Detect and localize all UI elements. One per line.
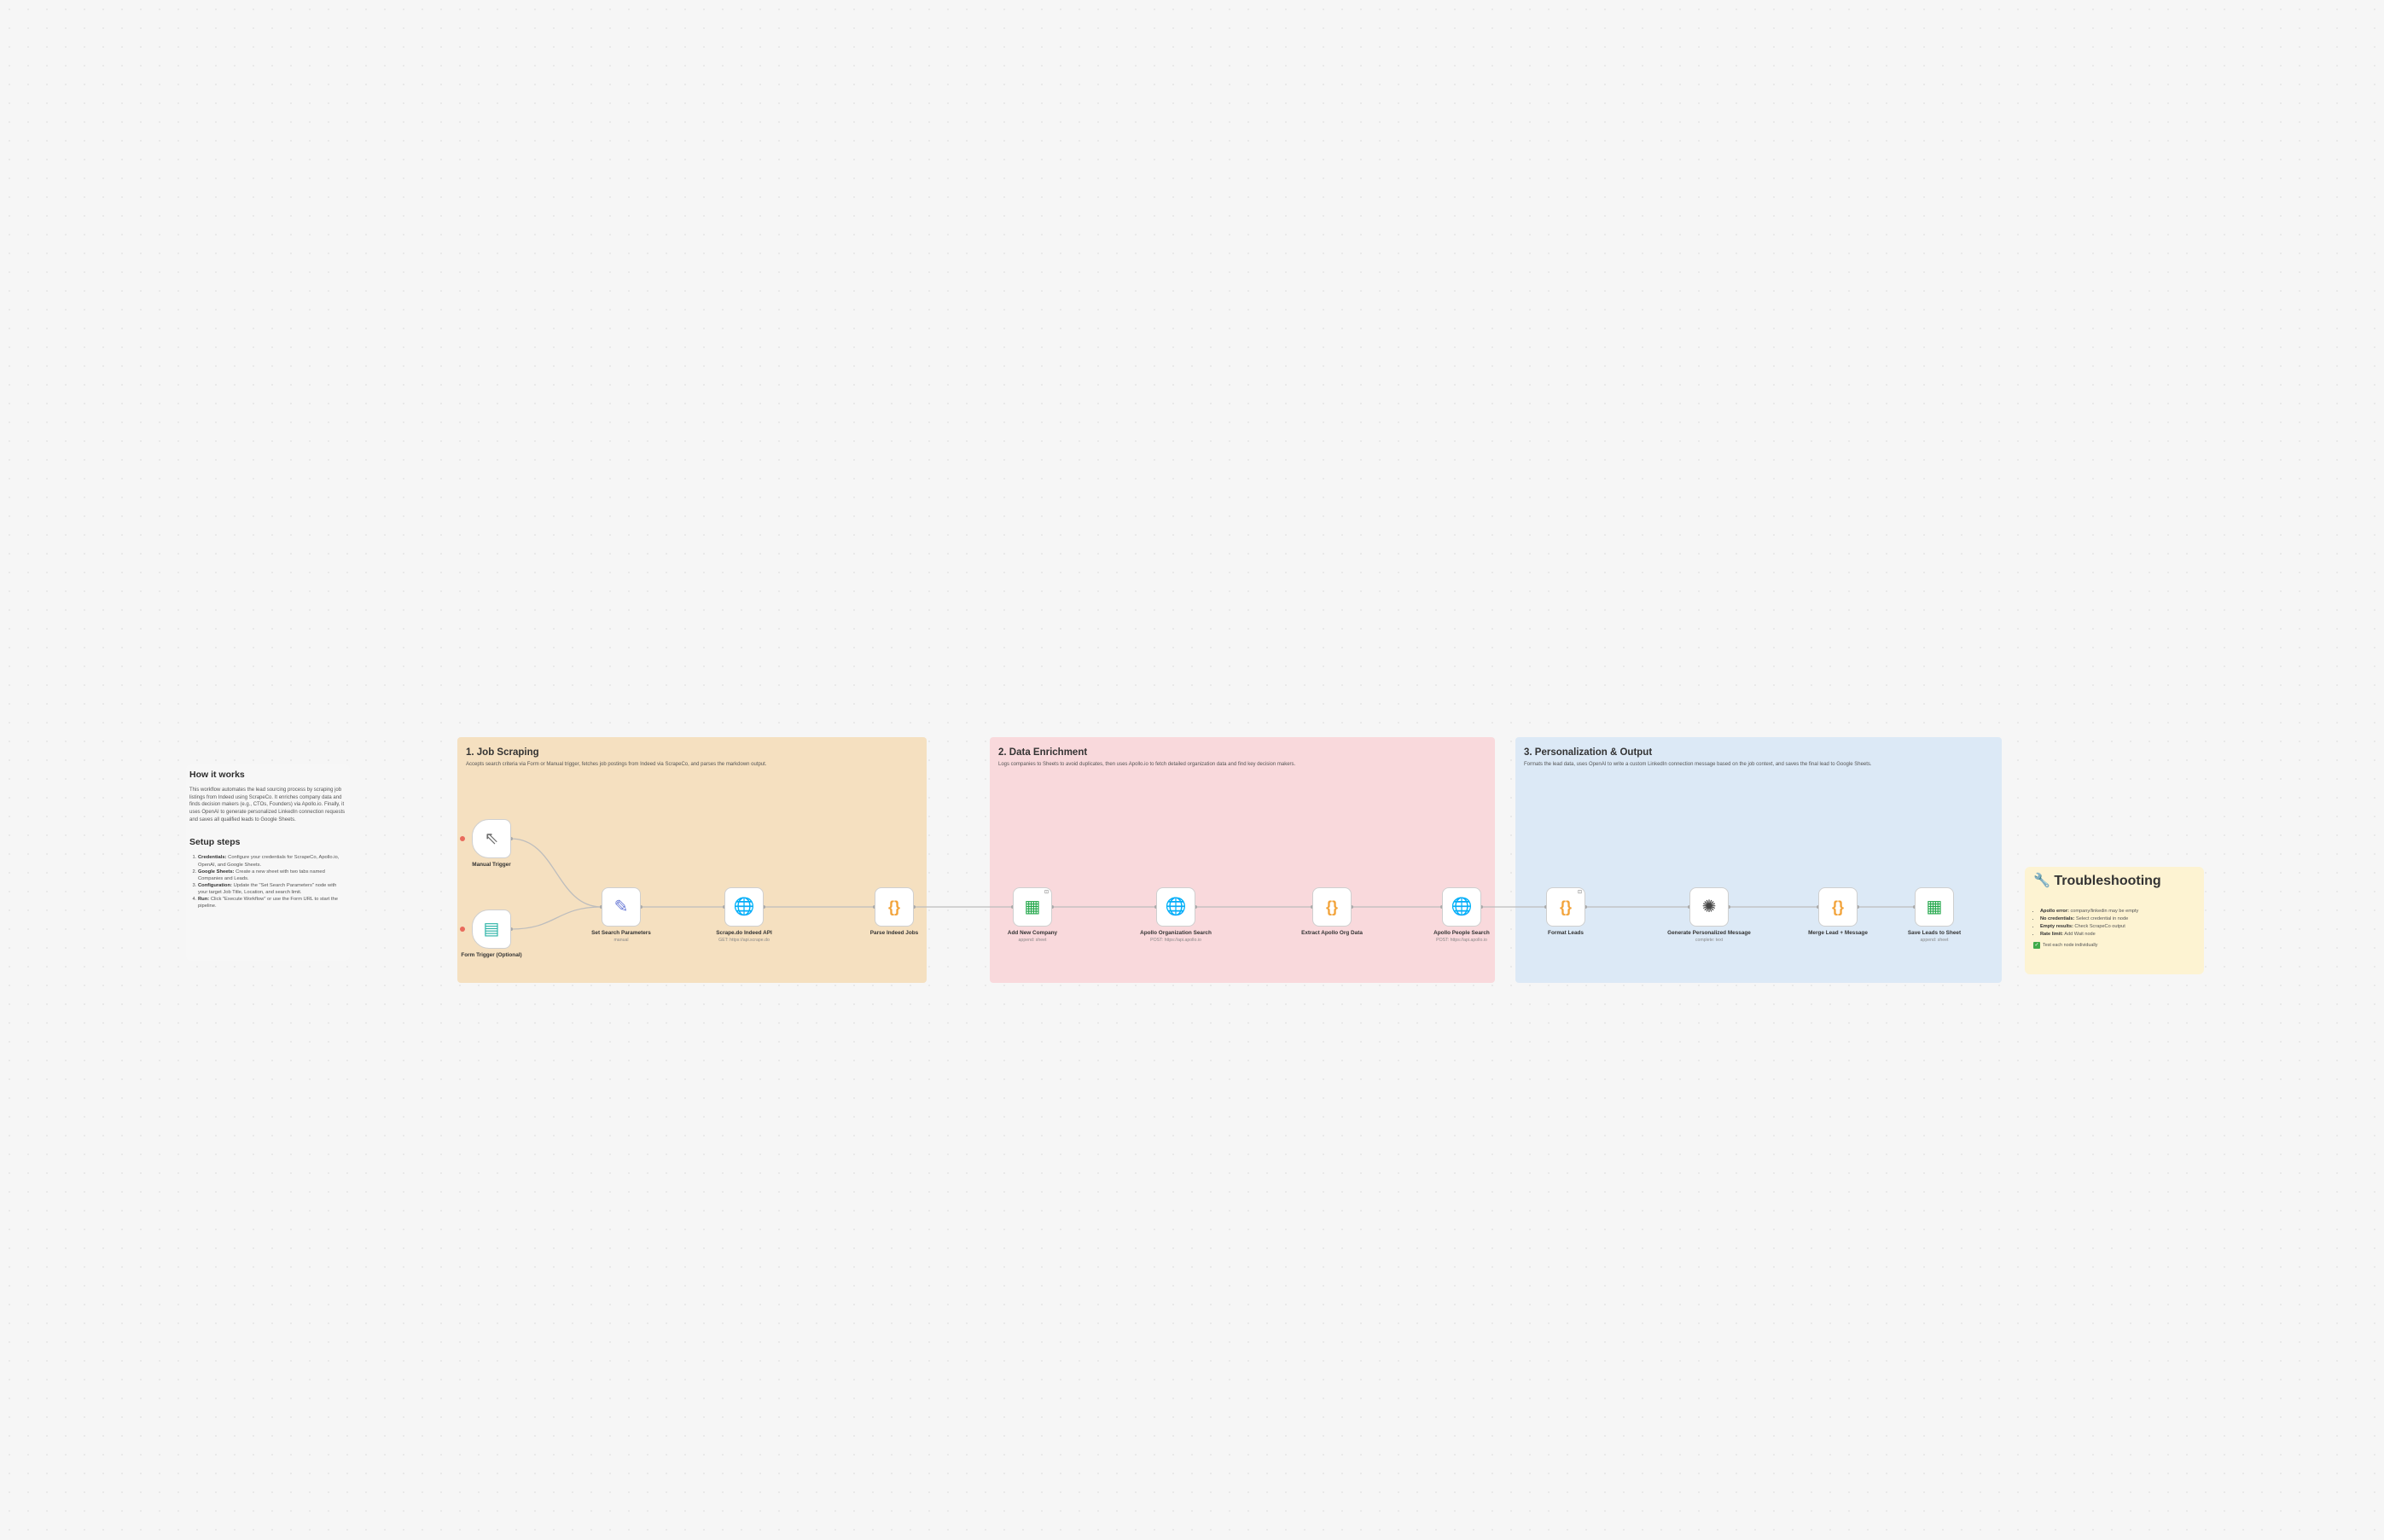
node-form[interactable]: ▤ [472, 909, 511, 949]
section-title: 2. Data Enrichment [998, 747, 1088, 758]
node-note-icon: ⊡ [1577, 890, 1582, 895]
section-description: Accepts search criteria via Form or Manu… [466, 762, 767, 767]
node-scrape[interactable]: 🌐 [724, 887, 764, 927]
troubleshooting-item: Empty results: Check ScrapeCo output [2040, 923, 2195, 931]
node-label: Format Leads [1515, 930, 1617, 937]
node-title: Form Trigger (Optional) [461, 952, 522, 958]
code-icon: {} [1325, 898, 1338, 915]
node-note-icon: ⊡ [1044, 890, 1049, 895]
node-manual[interactable]: ⇖ [472, 819, 511, 858]
section-description: Logs companies to Sheets to avoid duplic… [998, 762, 1296, 767]
troubleshooting-item: No credentials: Select credential in nod… [2040, 915, 2195, 923]
how-it-works-description: This workflow automates the lead sourcin… [189, 787, 346, 822]
how-it-works-note[interactable]: How it works This workflow automates the… [186, 764, 350, 961]
openai-icon: ✺ [1701, 898, 1717, 916]
node-label: Parse Indeed Jobs [843, 930, 945, 937]
troubleshooting-note[interactable]: 🔧 Troubleshooting Apollo error: company/… [2025, 867, 2204, 974]
cursor-icon: ⇖ [484, 829, 499, 848]
form-icon: ▤ [483, 920, 500, 939]
node-parse[interactable]: {} [875, 887, 914, 927]
connection-manual-set[interactable] [510, 838, 602, 908]
setup-step: Credentials: Configure your credentials … [198, 854, 346, 868]
check-icon: ✓ [2033, 941, 2040, 949]
node-addco[interactable]: ▦⊡ [1013, 887, 1052, 927]
node-label: Manual Trigger [440, 862, 543, 869]
code-icon: {} [1559, 898, 1572, 915]
troubleshooting-tip: ✓Test each node individually [2033, 941, 2098, 949]
globe-icon: 🌐 [1451, 898, 1473, 916]
node-format[interactable]: {} ⊡ [1546, 887, 1585, 927]
node-title: Generate Personalized Message [1667, 930, 1751, 936]
node-title: Save Leads to Sheet [1907, 930, 1962, 936]
node-apolloorg[interactable]: 🌐 [1156, 887, 1195, 927]
node-subtitle: manual [613, 937, 629, 943]
node-title: Format Leads [1548, 930, 1584, 936]
setup-step: Google Sheets: Create a new sheet with t… [198, 869, 346, 882]
code-icon: {} [887, 898, 900, 915]
node-extract[interactable]: {} [1312, 887, 1352, 927]
node-openai[interactable]: ✺ [1689, 887, 1729, 927]
node-subtitle: POST: https://api.apollo.io [1436, 937, 1487, 943]
globe-icon: 🌐 [733, 898, 755, 916]
node-title: Scrape.do Indeed API [716, 930, 772, 936]
section-data-enrichment[interactable]: 2. Data Enrichment Logs companies to She… [990, 737, 1495, 983]
section-personalization-output[interactable]: 3. Personalization & Output Formats the … [1515, 737, 2002, 983]
section-description: Formats the lead data, uses OpenAI to wr… [1524, 762, 1872, 767]
troubleshooting-title: 🔧 Troubleshooting [2033, 874, 2161, 888]
setup-steps-list: Credentials: Configure your credentials … [189, 854, 346, 909]
setup-step: Configuration: Update the "Set Search Pa… [198, 882, 346, 896]
sheets-icon: ▦ [1024, 898, 1041, 916]
node-merge[interactable]: {} [1818, 887, 1858, 927]
how-it-works-title: How it works [189, 770, 245, 780]
troubleshooting-item: Rate limit: Add Wait node [2040, 931, 2195, 939]
node-people[interactable]: 🌐 [1442, 887, 1481, 927]
node-title: Add New Company [1007, 930, 1058, 936]
node-subtitle: append: sheet [1018, 937, 1047, 943]
node-title: Apollo Organization Search [1140, 930, 1212, 936]
node-subtitle: POST: https://api.apollo.io [1150, 937, 1201, 943]
node-title: Merge Lead + Message [1808, 930, 1868, 936]
code-icon: {} [1831, 898, 1844, 915]
setup-step: Run: Click "Execute Workflow" or use the… [198, 896, 346, 909]
troubleshooting-item: Apollo error: company/linkedin may be em… [2040, 908, 2195, 915]
node-title: Manual Trigger [472, 862, 511, 868]
pencil-icon: ✎ [613, 898, 629, 916]
setup-steps-title: Setup steps [189, 837, 241, 848]
globe-icon: 🌐 [1165, 898, 1187, 916]
section-job-scraping[interactable]: 1. Job Scraping Accepts search criteria … [457, 737, 927, 983]
node-save[interactable]: ▦ [1915, 887, 1954, 927]
node-subtitle: complete: text [1695, 937, 1724, 943]
node-title: Parse Indeed Jobs [869, 930, 919, 936]
section-title: 1. Job Scraping [466, 747, 539, 758]
node-title: Extract Apollo Org Data [1301, 930, 1363, 936]
node-subtitle: GET: https://api.scrape.do [718, 937, 770, 943]
trigger-bolt-icon [460, 836, 465, 841]
node-label: Merge Lead + Message [1787, 930, 1889, 937]
troubleshooting-list: Apollo error: company/linkedin may be em… [2033, 908, 2195, 939]
node-label: Form Trigger (Optional) [440, 952, 543, 959]
node-set[interactable]: ✎ [602, 887, 641, 927]
section-title: 3. Personalization & Output [1524, 747, 1653, 758]
node-title: Set Search Parameters [591, 930, 651, 936]
trigger-bolt-icon [460, 927, 465, 932]
node-title: Apollo People Search [1433, 930, 1490, 936]
node-subtitle: append: sheet [1920, 937, 1949, 943]
connection-form-set[interactable] [510, 906, 602, 930]
sheets-icon: ▦ [1926, 898, 1943, 916]
node-label: Extract Apollo Org Data [1281, 930, 1383, 937]
